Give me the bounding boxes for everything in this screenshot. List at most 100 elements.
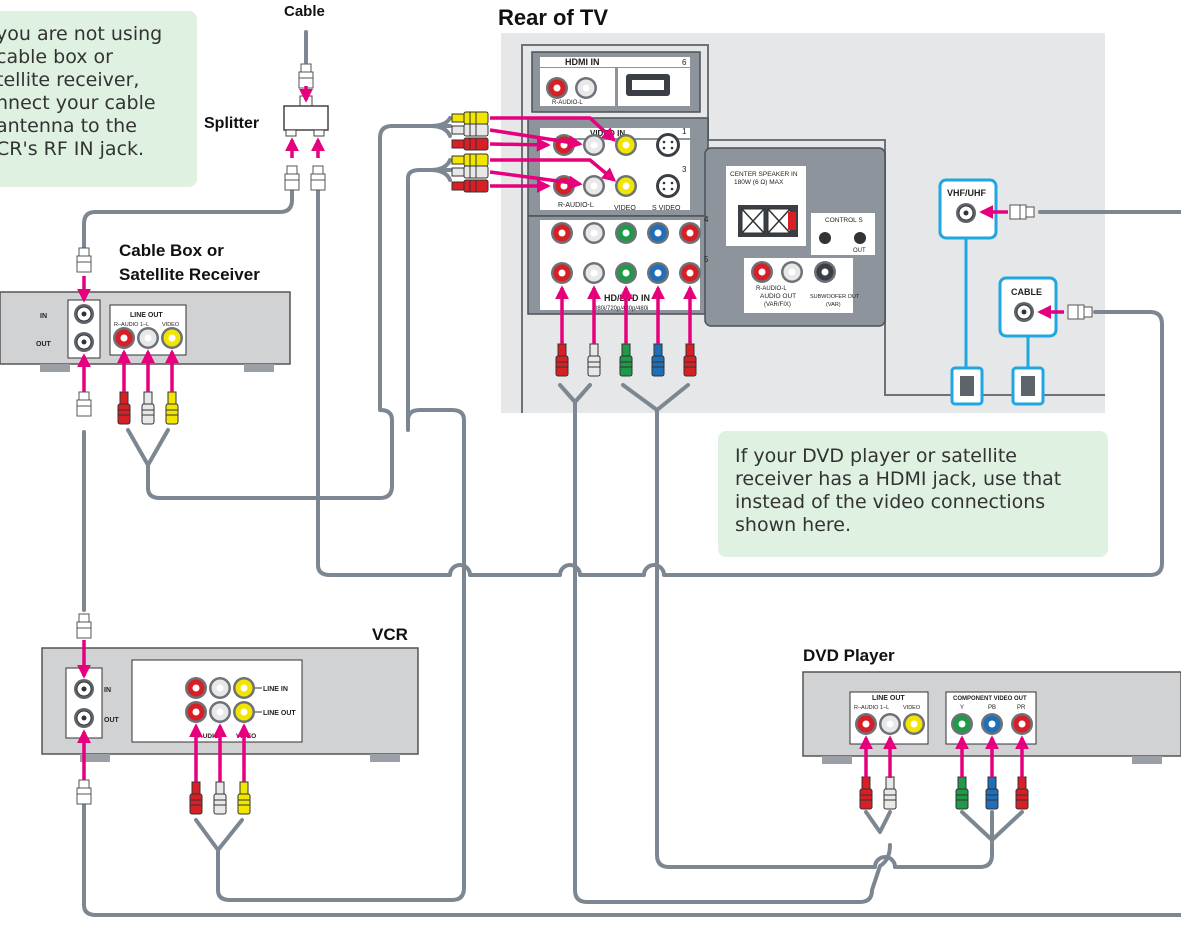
vcr-line-in-r-jack[interactable] (185, 677, 207, 699)
audio-out-l-jack[interactable] (781, 261, 803, 283)
cable-box-out-label: OUT (36, 341, 52, 348)
video3-video-jack[interactable] (615, 175, 637, 197)
dvd-audio-r-jack[interactable] (855, 713, 877, 735)
in4-pr-jack[interactable] (679, 222, 701, 244)
video3-svideo-jack[interactable] (656, 174, 680, 198)
dvd-pr-plug (1015, 776, 1029, 810)
hd-resolutions-label: 080i/720p/480p/480i (594, 306, 648, 312)
subwoofer-out-jack[interactable] (814, 261, 836, 283)
in5-pr-jack[interactable] (679, 262, 701, 284)
note-right-line-1: If your DVD player or satellite (735, 445, 1017, 467)
splitter-out-b-plug (310, 165, 326, 191)
control-s-in-jack[interactable] (819, 232, 831, 244)
in4-y-jack[interactable] (615, 222, 637, 244)
vcr-line-out-l-jack[interactable] (209, 701, 231, 723)
cable-box-v-plug (165, 391, 179, 425)
cable-box-title-2: Satellite Receiver (119, 265, 260, 284)
tv-in3-v-plug (451, 153, 489, 167)
video1-video-jack[interactable] (615, 134, 637, 156)
dvd-audio-l-jack[interactable] (879, 713, 901, 735)
dvd-pb-jack[interactable] (981, 713, 1003, 735)
hdmi-audio-r-jack[interactable] (546, 77, 568, 99)
video3-audio-r-jack[interactable] (553, 175, 575, 197)
cable-jack[interactable] (1013, 301, 1035, 323)
cable-box-video-jack[interactable] (161, 327, 183, 349)
in5-y-jack[interactable] (615, 262, 637, 284)
hdmi-audio-l-jack[interactable] (575, 77, 597, 99)
note-left-line-6: CR's RF IN jack. (0, 138, 145, 160)
cable-box-in-label: IN (40, 313, 47, 320)
hdmi-audio-label: R-AUDIO-L (552, 100, 583, 106)
vcr-line-in-l-jack[interactable] (209, 677, 231, 699)
cable-box-in-plug (76, 247, 92, 273)
vcr-out-label: OUT (104, 717, 120, 724)
vhf-uhf-label: VHF/UHF (947, 188, 986, 198)
video1-svideo-jack[interactable] (656, 133, 680, 157)
note-left-line-5: antenna to the (0, 115, 137, 137)
dvd-pb-plug (985, 776, 999, 810)
vcr-video-label: VIDEO (236, 733, 256, 740)
in4-audio-r-jack[interactable] (551, 222, 573, 244)
vcr-in-label: IN (104, 687, 111, 694)
input-6-label: 6 (682, 58, 687, 67)
center-speaker-terminal[interactable] (738, 205, 798, 237)
video3-audio-l-jack[interactable] (583, 175, 605, 197)
note-right-line-2: receiver has a HDMI jack, use that (735, 468, 1062, 490)
in5-audio-l-jack[interactable] (583, 262, 605, 284)
input-4-label: 4 (704, 215, 709, 224)
cable-box-audio-l-jack[interactable] (137, 327, 159, 349)
in5-pb-jack[interactable] (647, 262, 669, 284)
rear-of-tv-title: Rear of TV (498, 5, 608, 30)
vcr-v-plug (237, 781, 251, 815)
vcr-line-out-r-jack[interactable] (185, 701, 207, 723)
dvd-y-plug (955, 776, 969, 810)
dvd-pb-label: PB (988, 705, 996, 711)
vcr-out-jack[interactable] (73, 707, 95, 729)
note-left-line-2: cable box or (0, 46, 113, 68)
in4-audio-l-jack[interactable] (583, 222, 605, 244)
cable-jack-plug (1067, 304, 1093, 320)
cable-box-in-jack[interactable] (73, 303, 95, 325)
cable-box-audio-r-jack[interactable] (113, 327, 135, 349)
cable-box-r-plug (117, 391, 131, 425)
tv-in3-r-plug (451, 179, 489, 193)
vhf-uhf-plug (1009, 204, 1035, 220)
input-1-label: 1 (682, 127, 687, 136)
splitter-label: Splitter (204, 115, 259, 132)
video1-audio-r-jack[interactable] (553, 134, 575, 156)
vcr-line-out-v-jack[interactable] (233, 701, 255, 723)
connection-arrows (77, 86, 1064, 782)
cable-jack-label: CABLE (1011, 287, 1042, 297)
vhf-uhf-jack[interactable] (955, 202, 977, 224)
cable-box-out-jack[interactable] (73, 331, 95, 353)
note-left-line-3: tellite receiver, (0, 69, 140, 91)
audio-out-r-jack[interactable] (751, 261, 773, 283)
tv-in1-v-plug (451, 111, 489, 125)
video-in-svideo-label: S VIDEO (652, 205, 681, 212)
audio-out-var-fix-label: (VAR/FIX) (764, 302, 791, 308)
control-s-out-jack[interactable] (854, 232, 866, 244)
tv-in5-pb-plug (651, 343, 665, 377)
dvd-y-jack[interactable] (951, 713, 973, 735)
vcr-audio-label: AUDIO (198, 733, 219, 740)
vcr-out-plug (76, 779, 92, 805)
dvd-pr-jack[interactable] (1011, 713, 1033, 735)
cable-box-l-plug (141, 391, 155, 425)
in5-audio-r-jack[interactable] (551, 262, 573, 284)
dvd-video-jack[interactable] (903, 713, 925, 735)
video1-audio-l-jack[interactable] (583, 134, 605, 156)
vcr-line-in-label: LINE IN (263, 686, 288, 693)
video-in-audio-label: R-AUDIO-L (558, 202, 594, 209)
vcr-in-plug (76, 613, 92, 639)
control-s-out-label: OUT (853, 248, 866, 254)
vcr-line-in-v-jack[interactable] (233, 677, 255, 699)
input-5-label: 5 (704, 255, 709, 264)
vcr-in-jack[interactable] (73, 678, 95, 700)
splitter (283, 63, 329, 191)
cable-box-line-out-label: LINE OUT (130, 312, 163, 319)
audio-out-rl-label: R-AUDIO-L (756, 286, 787, 292)
in4-pb-jack[interactable] (647, 222, 669, 244)
cable-label: Cable (284, 3, 325, 20)
dvd-pr-label: PR (1017, 705, 1026, 711)
